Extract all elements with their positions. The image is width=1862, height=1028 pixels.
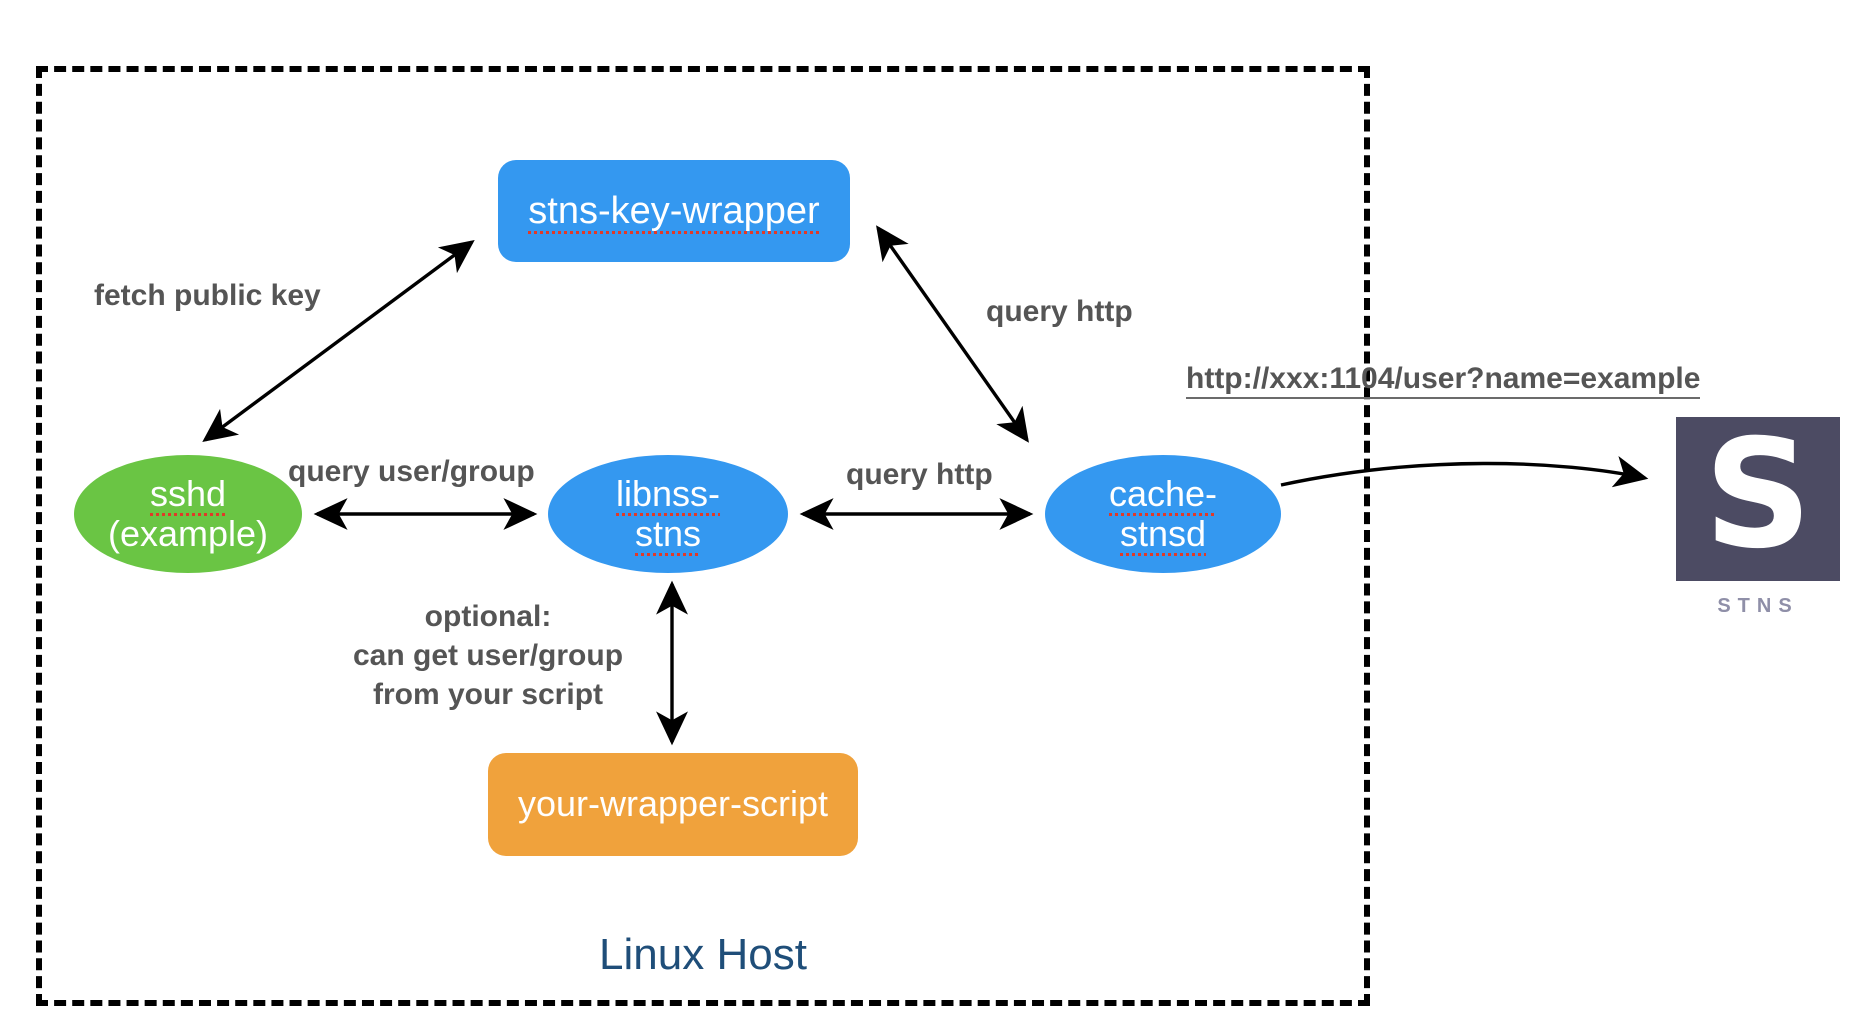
linux-host-label: Linux Host xyxy=(599,930,807,979)
node-sshd-label-line1: sshd xyxy=(149,472,227,517)
request-url-label: http://xxx:1104/user?name=example xyxy=(1186,362,1701,399)
edge-label-query-user-group: query user/group xyxy=(288,455,535,488)
node-stns-key-wrapper-label: stns-key-wrapper xyxy=(528,189,821,234)
stns-logo: S xyxy=(1676,417,1840,581)
node-cache-stnsd-label-line1: cache- xyxy=(1108,472,1218,517)
edge-label-optional-note: optional: can get user/group from your s… xyxy=(338,597,638,714)
node-stns-key-wrapper[interactable]: stns-key-wrapper xyxy=(498,160,850,262)
node-cache-stnsd-label-line2: stnsd xyxy=(1119,513,1207,557)
node-sshd-label: sshd (example) xyxy=(107,472,269,555)
stns-logo-letter-icon: S xyxy=(1703,408,1813,582)
node-libnss-stns-label-line1: libnss- xyxy=(615,472,721,517)
node-sshd[interactable]: sshd (example) xyxy=(74,455,302,573)
node-libnss-stns[interactable]: libnss- stns xyxy=(548,455,788,573)
node-sshd-label-line2: (example) xyxy=(107,513,269,554)
stns-logo-caption: STNS xyxy=(1717,595,1799,617)
edge-label-fetch-public-key: fetch public key xyxy=(94,279,321,312)
node-cache-stnsd-label: cache- stnsd xyxy=(1108,472,1218,557)
linux-host-boundary xyxy=(36,66,1370,1006)
optional-note-line1: optional: xyxy=(424,600,552,633)
node-libnss-stns-label: libnss- stns xyxy=(615,472,721,557)
node-your-wrapper-script[interactable]: your-wrapper-script xyxy=(488,753,858,856)
node-libnss-stns-label-line2: stns xyxy=(634,513,702,557)
edge-label-query-http-middle: query http xyxy=(846,458,993,491)
optional-note-line2: can get user/group xyxy=(352,639,624,672)
optional-note-line3: from your script xyxy=(372,678,604,711)
node-cache-stnsd[interactable]: cache- stnsd xyxy=(1045,455,1281,573)
edge-label-query-http-top: query http xyxy=(986,295,1133,328)
node-your-wrapper-script-label: your-wrapper-script xyxy=(517,783,829,825)
